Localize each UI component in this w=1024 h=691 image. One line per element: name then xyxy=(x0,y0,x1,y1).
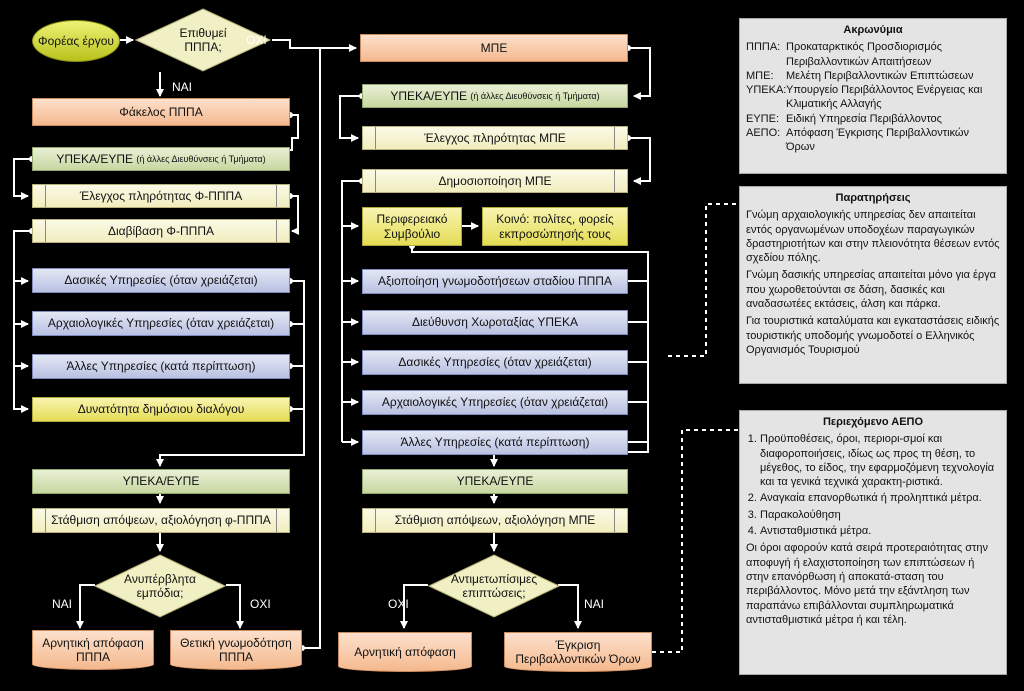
decision-pppa-label: Επιθυμεί ΠΠΠΑ; xyxy=(179,25,227,54)
ypeka-other-note: (ή άλλες Διευθύνσεις ή Τμήματα) xyxy=(136,153,266,164)
evaluation-mpe: Στάθμιση απόψεων, αξιολόγηση ΜΠΕ xyxy=(362,508,628,533)
note-archaeology: Γνώμη αρχαιολογικής υπηρεσίας δεν απαιτε… xyxy=(746,209,1000,265)
ypeka-other-note-right: (ή άλλες Διευθύνσεις ή Τμήματα) xyxy=(470,90,600,101)
other-services-left: Άλλες Υπηρεσίες (κατά περίπτωση) xyxy=(32,354,290,379)
aepo-approval: Έγκριση Περιβαλλοντικών Όρων xyxy=(504,632,652,672)
decision-pppa: Επιθυμεί ΠΠΠΑ; xyxy=(135,8,271,72)
acronym-value: Προκαταρκτικός Προσδιορισμός Περιβαλλοντ… xyxy=(786,41,943,68)
publication-mpe: Δημοσιοποίηση ΜΠΕ xyxy=(362,169,628,193)
forest-services-left: Δασικές Υπηρεσίες (όταν χρειάζεται) xyxy=(32,268,290,293)
acronym-item: ΑΕΠΟ: Απόφαση Έγκρισης Περιβαλλοντικών Όρ… xyxy=(746,126,1000,155)
other-services-right: Άλλες Υπηρεσίες (κατά περίπτωση) xyxy=(362,430,628,455)
ypeka-other-departments-right: ΥΠΕΚΑ/ΕΥΠΕ (ή άλλες Διευθύνσεις ή Τμήματ… xyxy=(362,84,628,108)
acronym-value: Μελέτη Περιβαλλοντικών Επιπτώσεων xyxy=(786,69,974,82)
regional-council: Περιφερειακό Συμβούλιο xyxy=(362,207,462,246)
aepo-item: Παρακολούθηση xyxy=(760,508,1000,522)
acronyms-title: Ακρωνύμια xyxy=(843,24,903,36)
acronym-key: ΜΠΕ: xyxy=(746,69,774,82)
public-dialogue: Δυνατότητα δημόσιου διαλόγου xyxy=(32,397,290,422)
completeness-check-fpppa: Έλεγχος πληρότητας Φ-ΠΠΠΑ xyxy=(32,184,290,208)
decision-obstacles-label: Ανυπέρβλητα εμπόδια; xyxy=(124,571,196,600)
acronym-item: ΜΠΕ: Μελέτη Περιβαλλοντικών Επιπτώσεων xyxy=(746,69,1000,83)
decision-impacts: Αντιμετωπίσιμες επιπτώσεις; xyxy=(428,554,560,618)
aepo-note: Οι όροι αφορούν κατά σειρά προτεραιότητα… xyxy=(746,542,988,626)
aepo-item: Αντισταθμιστικά μέτρα. xyxy=(760,524,1000,538)
aepo-list: Προϋποθέσεις, όροι, περιορι-σμοί και δια… xyxy=(746,432,1000,538)
decision-impacts-label: Αντιμετωπίσιμες επιπτώσεις; xyxy=(450,571,538,600)
mpe-study: ΜΠΕ xyxy=(360,34,628,62)
acronym-key: ΑΕΠΟ: xyxy=(746,127,781,140)
label-no-impacts: ΟΧΙ xyxy=(388,597,409,611)
note-tourism: Για τουριστικά καταλύματα και εγκαταστάσ… xyxy=(746,315,1000,356)
ypeka-eype-left: ΥΠΕΚΑ/ΕΥΠΕ xyxy=(32,469,290,494)
forward-fpppa: Διαβίβαση Φ-ΠΠΠΑ xyxy=(32,219,290,243)
note-forest: Γνώμη δασικής υπηρεσίας απαιτείται μόνο … xyxy=(746,269,997,311)
acronyms-panel: Ακρωνύμια ΠΠΠΑ: Προκαταρκτικός Προσδιορισ… xyxy=(739,18,1007,174)
ypeka-other-departments: ΥΠΕΚΑ/ΕΥΠΕ (ή άλλες Διευθύνσεις ή Τμήματ… xyxy=(32,147,290,171)
forest-services-right: Δασικές Υπηρεσίες (όταν χρειάζεται) xyxy=(362,350,628,375)
acronym-value: Απόφαση Έγκρισης Περιβαλλοντικών Όρων xyxy=(786,127,970,154)
completeness-check-mpe: Έλεγχος πληρότητας ΜΠΕ xyxy=(362,126,628,150)
acronym-item: ΕΥΠΕ: Ειδική Υπηρεσία Περιβάλλοντος xyxy=(746,112,1000,126)
acronym-value: Ειδική Υπηρεσία Περιβάλλοντος xyxy=(786,112,942,125)
positive-opinion-pppa: Θετική γνωμοδότηση ΠΠΠΑ xyxy=(170,630,302,670)
evaluation-fpppa: Στάθμιση απόψεων, αξιολόγηση φ-ΠΠΠΑ xyxy=(32,508,290,533)
start-terminator: Φορέας έργου xyxy=(32,20,120,62)
archaeological-services-right: Αρχαιολογικές Υπηρεσίες (όταν χρειάζεται… xyxy=(362,390,628,415)
utilization-pppa-opinions: Αξιοποίηση γνωμοδοτήσεων σταδίου ΠΠΠΑ xyxy=(362,269,628,294)
aepo-item: Προϋποθέσεις, όροι, περιορι-σμοί και δια… xyxy=(760,432,1000,489)
acronym-key: ΠΠΠΑ: xyxy=(746,41,781,54)
ypeka-other-label: ΥΠΕΚΑ/ΕΥΠΕ xyxy=(56,151,134,166)
aepo-item: Αναγκαία επανορθωτικά ή προληπτικά μέτρα… xyxy=(760,491,1000,505)
acronym-item: ΠΠΠΑ: Προκαταρκτικός Προσδιορισμός Περιβα… xyxy=(746,40,1000,69)
ypeka-other-label-right: ΥΠΕΚΑ/ΕΥΠΕ xyxy=(390,88,468,103)
label-yes-obstacles: ΝΑΙ xyxy=(52,597,73,611)
aepo-content-panel: Περιεχόμενο ΑΕΠΟ Προϋποθέσεις, όροι, περ… xyxy=(739,410,1007,675)
label-no-obstacles: ΟΧΙ xyxy=(250,597,271,611)
label-yes-impacts: ΝΑΙ xyxy=(584,597,605,611)
ypeka-eype-right: ΥΠΕΚΑ/ΕΥΠΕ xyxy=(362,469,628,494)
pppa-dossier: Φάκελος ΠΠΠΑ xyxy=(32,98,290,126)
acronym-key: ΕΥΠΕ: xyxy=(746,112,780,125)
archaeological-services-left: Αρχαιολογικές Υπηρεσίες (όταν χρειάζεται… xyxy=(32,311,290,336)
acronym-value: Υπουργείο Περιβάλλοντος Ενέργειας και Κλ… xyxy=(786,84,983,111)
notes-title: Παρατηρήσεις xyxy=(835,192,911,204)
aepo-title: Περιεχόμενο ΑΕΠΟ xyxy=(822,416,924,428)
notes-panel: Παρατηρήσεις Γνώμη αρχαιολογικής υπηρεσί… xyxy=(739,186,1007,384)
label-yes: ΝΑΙ xyxy=(172,80,193,94)
public-stakeholders: Κοινό: πολίτες, φορείς εκπροσώπησής τους xyxy=(482,207,628,246)
negative-decision-mpe: Αρνητική απόφαση xyxy=(338,632,472,672)
decision-obstacles: Ανυπέρβλητα εμπόδια; xyxy=(94,554,226,618)
negative-decision-pppa: Αρνητική απόφαση ΠΠΠΑ xyxy=(32,630,154,670)
spatial-planning-directorate: Διεύθυνση Χωροταξίας ΥΠΕΚΑ xyxy=(362,310,628,335)
label-no: ΟΧΙ xyxy=(246,33,267,47)
acronym-key: ΥΠΕΚΑ: xyxy=(746,84,787,97)
acronym-item: ΥΠΕΚΑ:Υπουργείο Περιβάλλοντος Ενέργειας … xyxy=(746,83,1000,112)
